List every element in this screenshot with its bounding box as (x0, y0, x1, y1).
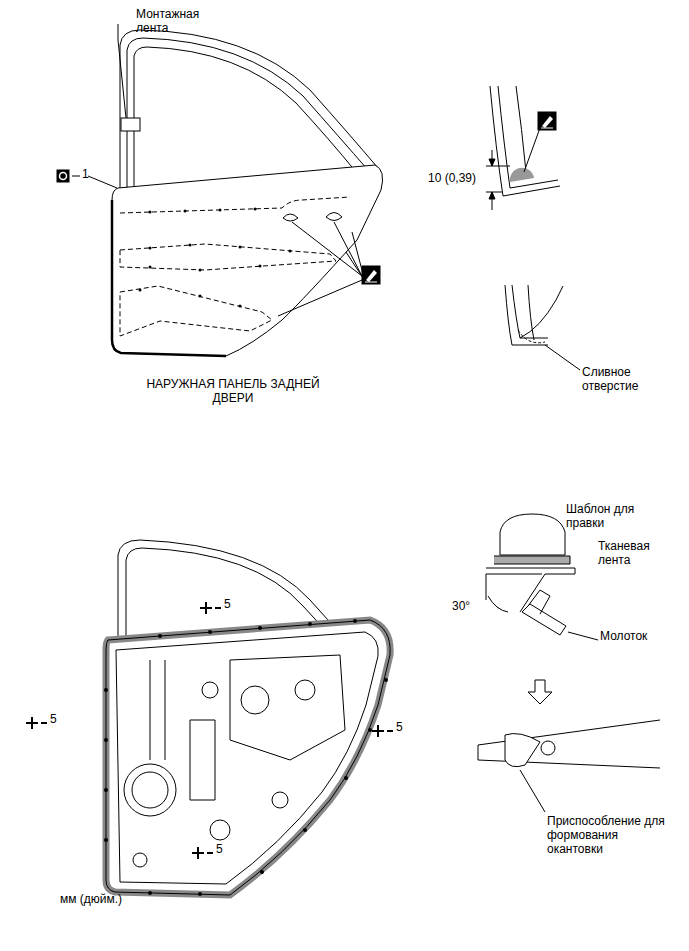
sealer-icon (362, 266, 380, 284)
part-name: НАРУЖНАЯ ПАНЕЛЬ ЗАДНЕЙ ДВЕРИ (138, 378, 328, 406)
outer-panel-drawing (57, 24, 383, 356)
unit-note: мм (дюйм.) (60, 893, 160, 907)
callout-number: 5 (396, 721, 416, 735)
weld-icon (57, 170, 80, 182)
sealer-detail (486, 86, 560, 210)
callout-number: 5 (216, 843, 236, 857)
callout-number: 5 (50, 713, 70, 727)
inner-panel-drawing (26, 540, 393, 896)
angle-label: 30° (452, 600, 482, 614)
drain-hole-detail (505, 285, 580, 370)
part-name: Монтажная лента (136, 8, 226, 36)
part-name: Шаблон для правки (566, 503, 666, 531)
part-name: Приспособление для формования окантовки (547, 815, 677, 856)
callout-number: 1 (82, 168, 102, 182)
part-name: Сливное отверстие (582, 366, 682, 394)
hemming-detail (478, 514, 660, 812)
dimension: 10 (0,39) (428, 172, 488, 186)
part-name: Молоток (600, 630, 680, 644)
callout-number: 5 (224, 598, 244, 612)
weld-icons (26, 602, 393, 859)
part-name: Тканевая лента (598, 540, 678, 568)
